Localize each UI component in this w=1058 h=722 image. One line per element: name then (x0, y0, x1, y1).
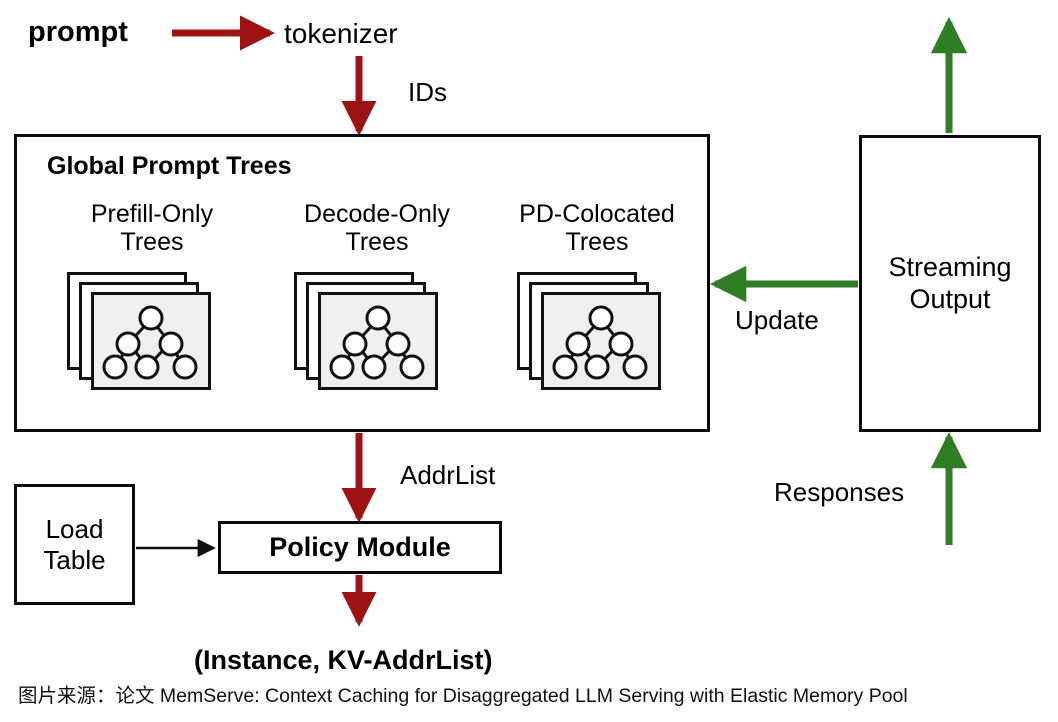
load-table-text: Load Table (17, 514, 132, 575)
load-table-line-2: Table (43, 544, 106, 575)
streaming-output-box: Streaming Output (859, 135, 1041, 432)
global-prompt-trees-title: Global Prompt Trees (47, 152, 292, 180)
tree-card-front (541, 292, 661, 390)
tree-stack-prefill (67, 272, 219, 394)
prompt-tree-icon (102, 305, 198, 380)
prompt-tree-icon (552, 305, 648, 380)
tree-group-decode-label-2: Trees (345, 228, 409, 257)
tree-group-prefill-label-2: Trees (120, 228, 184, 257)
load-table-line-1: Load (45, 513, 104, 544)
streaming-output-line-2: Output (909, 283, 991, 314)
label-addrlist: AddrList (400, 460, 496, 490)
tree-group-decode-label-1: Decode-Only (304, 200, 450, 228)
load-table-box: Load Table (14, 484, 135, 605)
label-output-tuple: (Instance, KV-AddrList) (194, 645, 493, 675)
prompt-tree-icon (329, 305, 425, 380)
tree-group-prefill-label-1: Prefill-Only (90, 200, 214, 228)
tree-group-pd-label-2: Trees (565, 228, 629, 257)
tree-group-decode-caption: Decode-Only Trees (282, 200, 472, 257)
streaming-output-line-1: Streaming (888, 251, 1012, 282)
tree-group-pd-caption: PD-Colocated Trees (502, 200, 692, 257)
policy-module-text: Policy Module (269, 531, 451, 562)
label-prompt: prompt (28, 16, 128, 48)
tree-stack-pd-colocated (517, 272, 669, 394)
label-update: Update (735, 305, 819, 335)
tree-group-prefill-caption: Prefill-Only Trees (57, 200, 247, 257)
tree-stack-decode (294, 272, 446, 394)
policy-module-box: Policy Module (218, 521, 502, 574)
label-tokenizer: tokenizer (284, 18, 398, 49)
streaming-output-text: Streaming Output (862, 252, 1038, 316)
source-caption: 图片来源：论文 MemServe: Context Caching for Di… (18, 685, 908, 707)
tree-group-pd-label-1: PD-Colocated (519, 200, 675, 228)
tree-card-front (318, 292, 438, 390)
global-prompt-trees-box: Global Prompt Trees Prefill-Only Trees (14, 134, 710, 432)
label-ids: IDs (408, 77, 447, 107)
tree-card-front (91, 292, 211, 390)
label-responses: Responses (774, 477, 905, 507)
